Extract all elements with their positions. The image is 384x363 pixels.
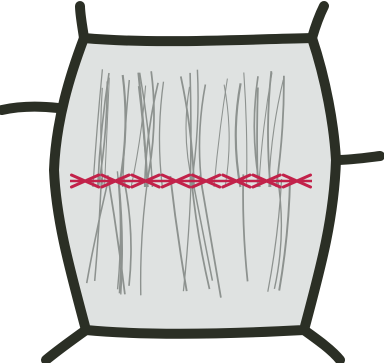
neighbor-wall-line (336, 156, 380, 160)
neighbor-wall-line (312, 6, 324, 38)
neighbor-wall-line (304, 330, 340, 360)
neighbor-wall-line (2, 107, 58, 110)
neighbor-wall-line (46, 330, 86, 360)
